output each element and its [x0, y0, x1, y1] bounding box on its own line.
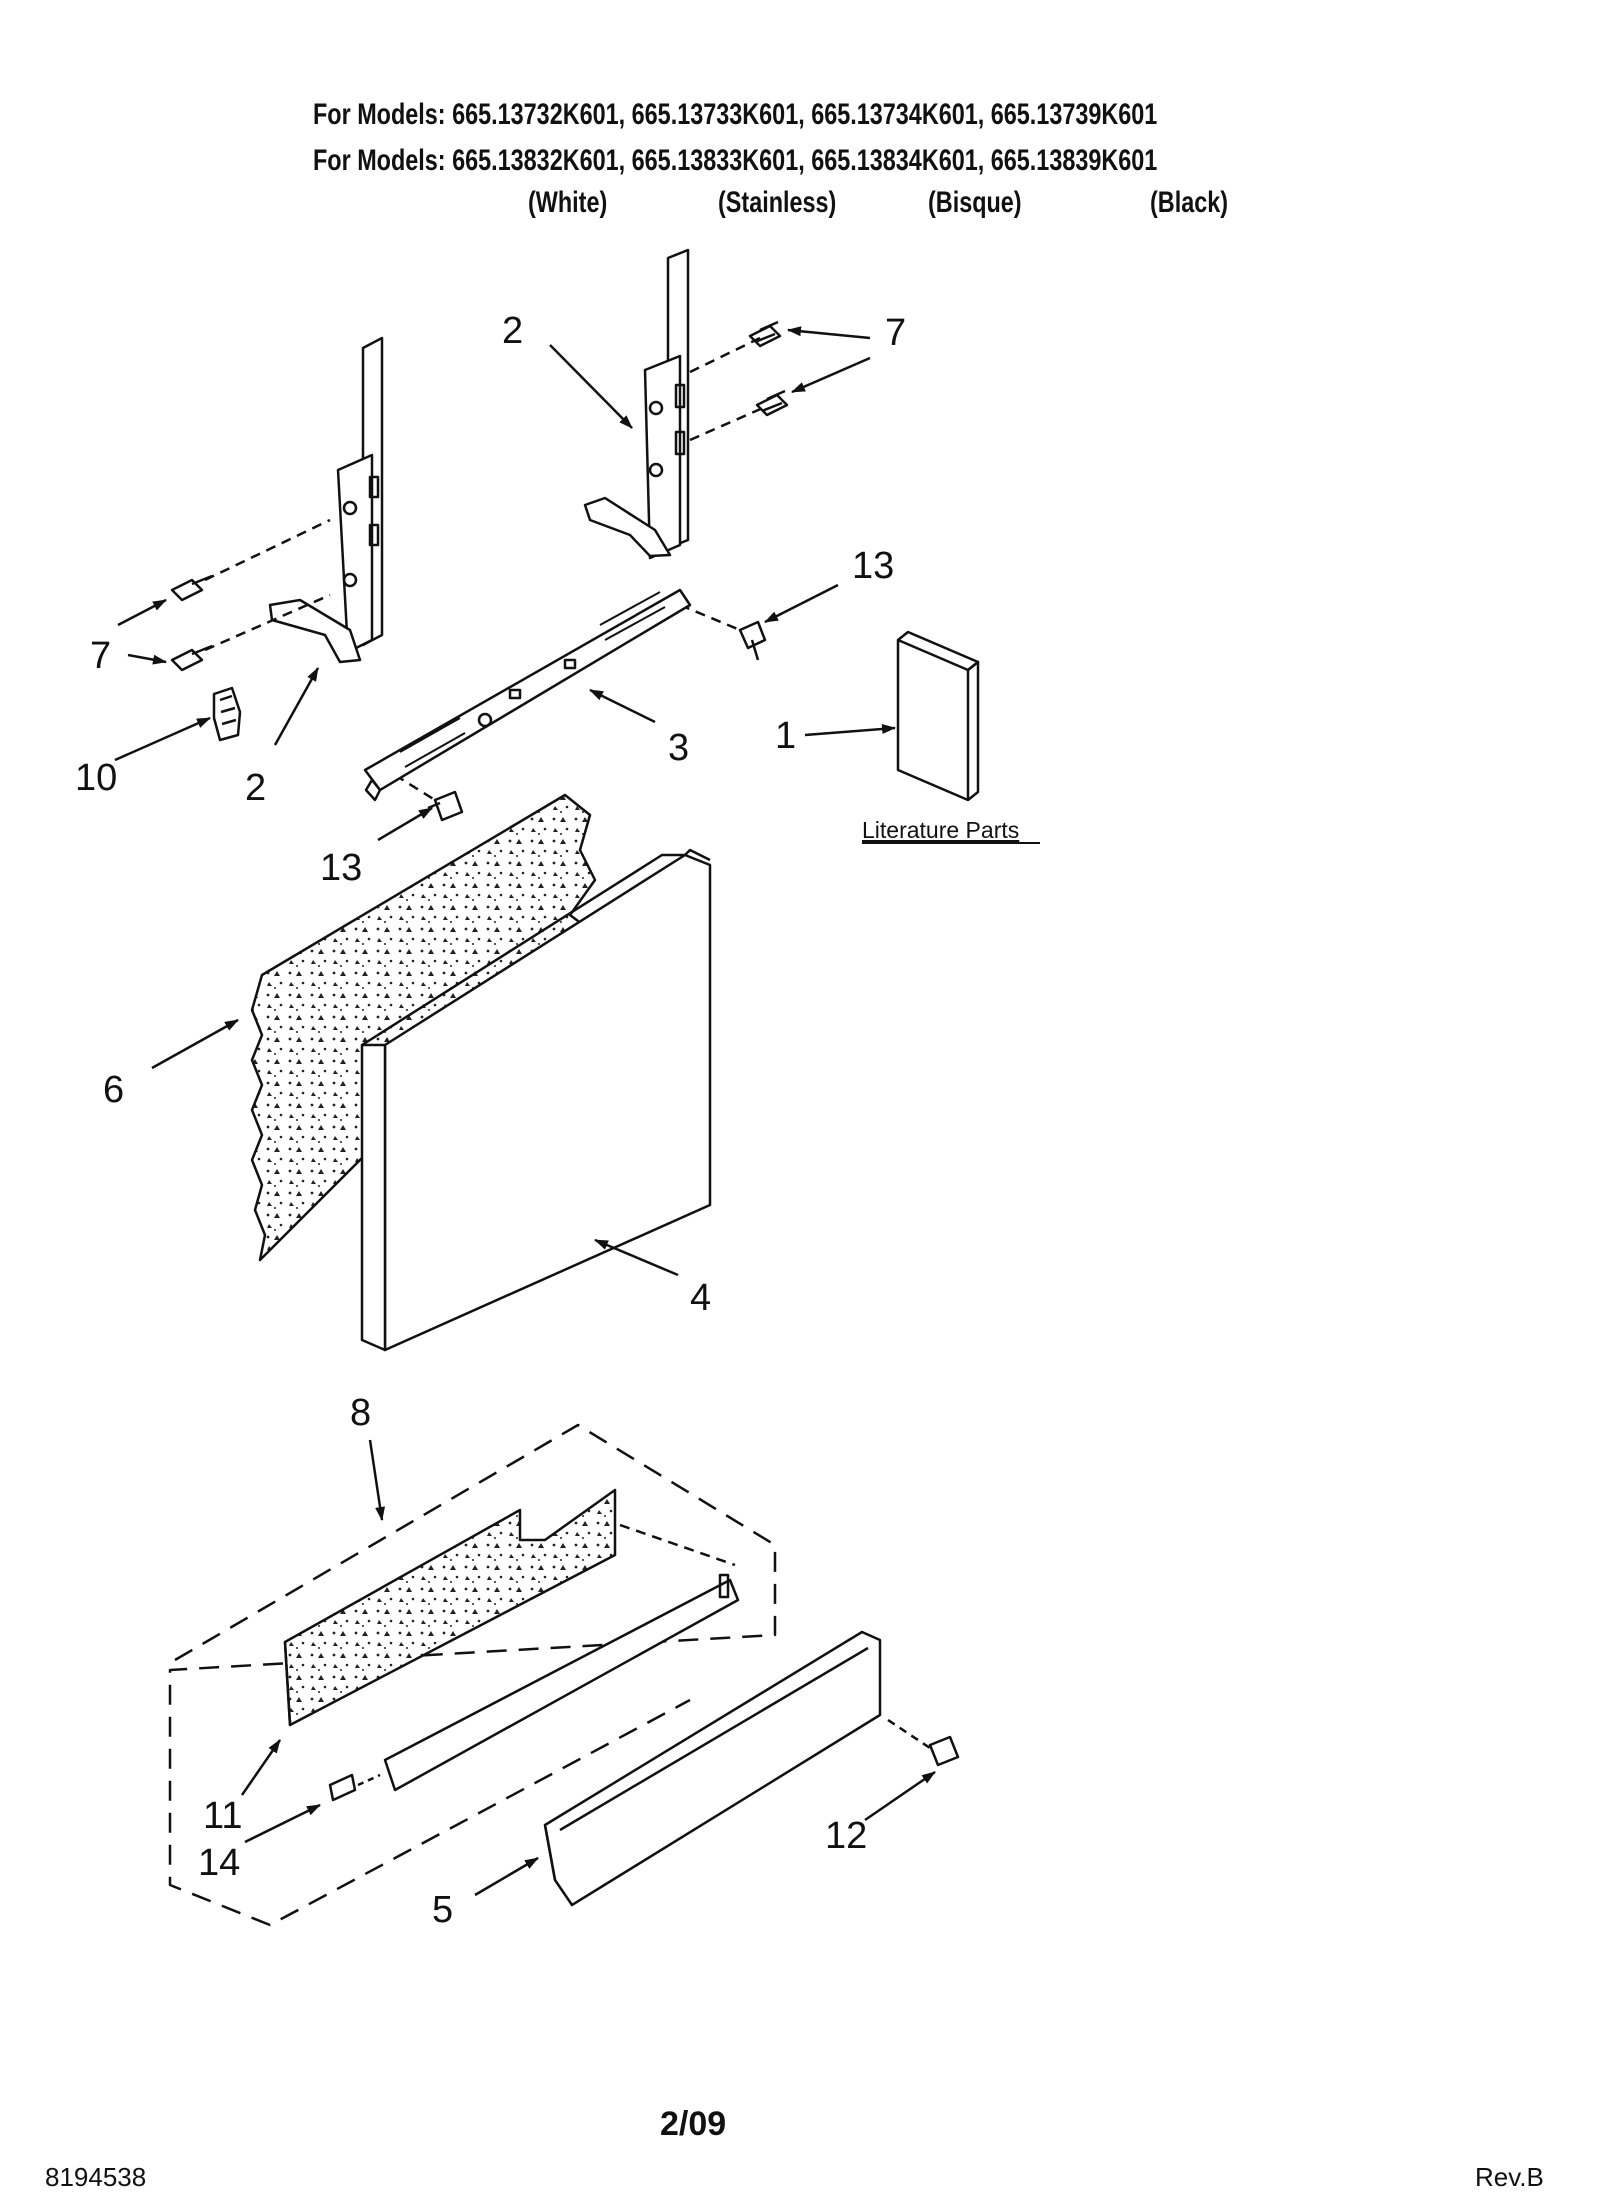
leader-11: [240, 1739, 282, 1796]
leader-7-right-b: [791, 356, 871, 394]
leader-5: [474, 1856, 539, 1897]
literature-parts-label: Literature Parts: [862, 817, 1019, 843]
callout-13-left: 13: [320, 847, 362, 889]
leader-2-left: [273, 667, 320, 746]
callout-12: 12: [825, 1815, 867, 1857]
models-line-1: For Models: 665.13732K601, 665.13733K601…: [313, 98, 1158, 131]
left-hinge-bracket: [268, 336, 384, 664]
leader-7-left-a: [117, 598, 167, 627]
screw-13-left: [427, 790, 464, 822]
callout-2-right: 2: [502, 310, 523, 352]
literature-booklet: [896, 630, 980, 802]
callout-5: 5: [432, 1889, 453, 1931]
screw-13-right: [738, 620, 767, 661]
leader-6: [151, 1018, 239, 1070]
leader-12: [864, 1770, 936, 1822]
color-white: (White): [528, 186, 608, 219]
color-stainless: (Stainless): [718, 186, 837, 219]
screw-7-lower-right: [755, 389, 789, 417]
leader-7-right-a: [787, 326, 871, 340]
right-hinge-bracket: [583, 248, 690, 560]
callout-2-left: 2: [245, 767, 266, 809]
callout-11: 11: [203, 1795, 242, 1837]
document-number: 8194538: [45, 2162, 147, 2192]
kickplate-bracket-strip: [383, 1523, 740, 1792]
toe-insulation: [283, 1488, 617, 1727]
kickplate-assembly-outline: [168, 1423, 777, 1927]
color-black: (Black): [1150, 186, 1229, 219]
leader-8: [368, 1439, 386, 1521]
callout-10: 10: [75, 757, 117, 799]
leader-14: [244, 1803, 321, 1844]
callout-6: 6: [103, 1069, 124, 1111]
color-bisque: (Bisque): [928, 186, 1022, 219]
screw-7-upper-right: [748, 320, 782, 348]
callout-8: 8: [350, 1392, 371, 1434]
leader-10: [114, 716, 211, 762]
leader-13-right: [764, 583, 839, 624]
revision-label: Rev.B: [1475, 2162, 1544, 2192]
leader-1: [804, 724, 896, 737]
outer-door-panel: [360, 848, 712, 1352]
callout-13-right: 13: [852, 545, 894, 587]
toe-panel: [543, 1630, 882, 1907]
clip-part: [328, 1773, 381, 1802]
leader-13-left: [377, 806, 433, 842]
leader-7-left-b: [127, 653, 167, 665]
models-line-2: For Models: 665.13832K601, 665.13833K601…: [313, 144, 1158, 177]
screw-12: [887, 1718, 960, 1767]
leader-3: [589, 688, 656, 724]
callout-1: 1: [775, 715, 796, 757]
bumper-part: [212, 686, 242, 742]
revision-date: 2/09: [660, 2105, 727, 2143]
callout-14: 14: [198, 1842, 240, 1884]
leader-4: [594, 1238, 679, 1277]
leader-2-right: [549, 344, 633, 429]
callout-7-left: 7: [90, 635, 111, 677]
callout-4: 4: [690, 1277, 711, 1319]
callout-3: 3: [668, 727, 689, 769]
mounting-rail: [363, 588, 692, 802]
callout-7-right: 7: [885, 312, 906, 354]
